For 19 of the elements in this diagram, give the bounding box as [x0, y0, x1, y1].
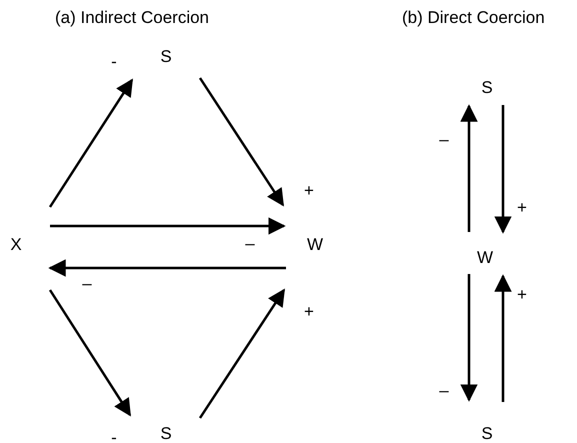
node-label: W — [476, 248, 494, 268]
arrow — [48, 78, 134, 208]
arrow — [460, 274, 478, 402]
arrow — [50, 217, 286, 235]
arrow — [494, 274, 512, 402]
node-label: W — [306, 235, 324, 255]
arrow — [198, 77, 284, 206]
panel-title: (b) Direct Coercion — [402, 8, 545, 28]
node-label: S — [160, 47, 172, 67]
arrow — [48, 259, 286, 277]
panel-title: (a) Indirect Coercion — [55, 8, 210, 28]
node-label: S — [481, 424, 493, 443]
arrow — [198, 288, 286, 419]
arrow — [494, 105, 512, 234]
node-label: S — [160, 424, 172, 443]
arrow — [460, 104, 478, 232]
node-label: S — [481, 78, 493, 98]
node-label: X — [10, 235, 22, 255]
arrow — [48, 289, 132, 416]
